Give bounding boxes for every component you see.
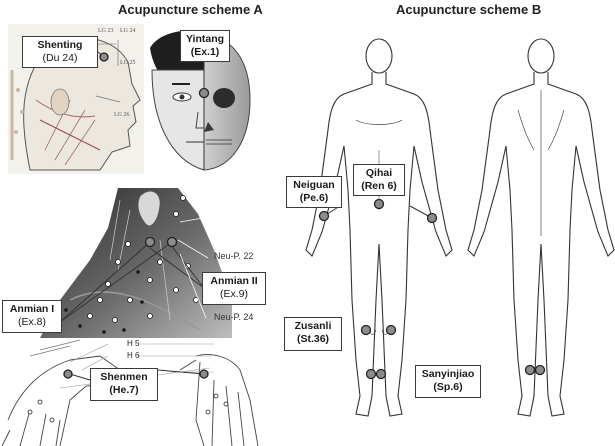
shenmen-right-marker (199, 369, 209, 379)
neiguan-label-box: Neiguan (Pe.6) (286, 176, 342, 208)
anmian1-code: (Ex.8) (17, 316, 46, 328)
anmian2-label-box: Anmian II (Ex.9) (202, 272, 266, 305)
h5-label: H 5 (127, 339, 140, 348)
neu-p24-label: Neu-P. 24 (214, 312, 254, 322)
zusanli-code: (St.36) (296, 333, 330, 345)
anmian1-marker (144, 236, 156, 248)
shenmen-code: (He.7) (109, 384, 139, 396)
shenting-code: (Du 24) (42, 52, 78, 64)
scheme-a-title: Acupuncture scheme A (118, 2, 263, 17)
neiguan-name: Neiguan (293, 179, 335, 191)
zusanli-left-marker (360, 324, 372, 336)
shenting-marker (99, 52, 109, 62)
scheme-b-title: Acupuncture scheme B (396, 2, 542, 17)
zusanli-right-marker (385, 324, 397, 336)
shenmen-label-box: Shenmen (He.7) (90, 368, 158, 401)
zusanli-name: Zusanli (294, 320, 332, 332)
h6-label: H 6 (127, 351, 140, 360)
yintang-label-box: Yintang (Ex.1) (180, 30, 230, 62)
shenmen-left-marker (63, 369, 73, 379)
hand-small-points (27, 393, 229, 423)
sanyinjiao-name: Sanyinjiao (421, 368, 475, 380)
neiguan-left-marker (318, 210, 330, 222)
yintang-name: Yintang (185, 33, 225, 45)
anmian1-name: Anmian I (9, 303, 55, 315)
sanyinjiao-back-right-marker (534, 364, 546, 376)
qihai-name: Qihai (365, 167, 393, 179)
front-body-outline (305, 38, 453, 417)
sanyinjiao-front-right-marker (375, 368, 387, 380)
qihai-code: (Ren 6) (361, 180, 397, 192)
yintang-marker (198, 87, 210, 99)
qihai-label-box: Qihai (Ren 6) (353, 164, 405, 196)
sanyinjiao-back-left-marker (524, 364, 536, 376)
shenting-name: Shenting (37, 39, 83, 51)
neck-photo-drawing (40, 188, 232, 338)
zusanli-label-box: Zusanli (St.36) (284, 317, 342, 351)
sanyinjiao-code: (Sp.6) (433, 381, 463, 393)
sanyinjiao-front-left-marker (365, 368, 377, 380)
shenting-label-box: Shenting (Du 24) (22, 36, 98, 68)
neu-p22-label: Neu-P. 22 (214, 251, 254, 261)
lg24-label: LG 24 (120, 28, 136, 34)
anmian2-name: Anmian II (210, 275, 258, 287)
back-body-outline (467, 38, 615, 417)
anmian2-marker (166, 236, 178, 248)
neiguan-code: (Pe.6) (299, 192, 329, 204)
anmian2-code: (Ex.9) (219, 288, 248, 300)
neiguan-right-marker (426, 212, 438, 224)
sanyinjiao-label-box: Sanyinjiao (Sp.6) (415, 365, 481, 398)
lg26-label: LG 26 (114, 112, 130, 118)
yintang-code: (Ex.1) (190, 46, 220, 58)
acupoint-markers (63, 52, 546, 380)
pointer-lines (59, 51, 433, 381)
shenmen-name: Shenmen (100, 371, 148, 383)
anmian1-label-box: Anmian I (Ex.8) (2, 300, 62, 333)
lg23-label: LG 23 (98, 28, 114, 34)
neck-label-guides (177, 215, 215, 319)
qihai-marker (373, 198, 385, 210)
lg25-label: LG 25 (120, 60, 136, 66)
